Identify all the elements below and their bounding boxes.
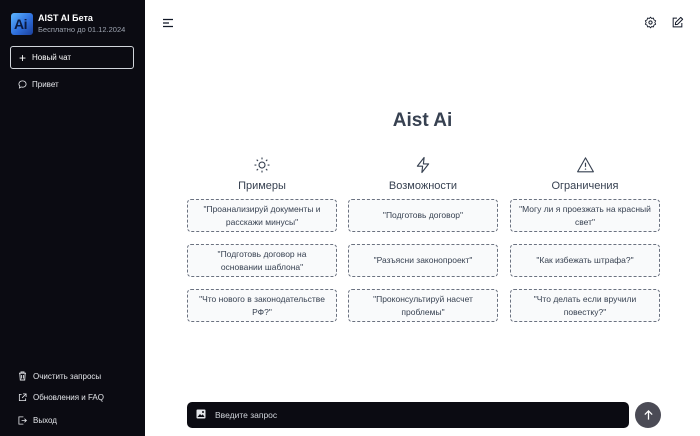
capability-card: "Проконсультируй насчет проблемы" [348, 289, 498, 322]
page-title: Aist Ai [392, 110, 453, 131]
examples-heading: Примеры [238, 180, 286, 192]
edit-icon[interactable] [671, 16, 684, 34]
limitations-column: Ограничения "Могу ли я проезжать на крас… [510, 156, 660, 322]
new-chat-button[interactable]: + Новый чат [10, 46, 134, 69]
prompt-input[interactable] [215, 410, 595, 420]
logout-button[interactable]: Выход [18, 416, 57, 425]
external-link-icon [18, 393, 27, 402]
example-card[interactable]: "Подготовь договор на основании шаблона" [187, 244, 337, 277]
arrow-up-icon [643, 409, 653, 420]
chat-item-label: Привет [32, 80, 59, 89]
plus-icon: + [19, 50, 27, 65]
new-chat-label: Новый чат [32, 53, 72, 62]
brand-title: AIST AI Бета [38, 13, 93, 23]
capabilities-heading: Возможности [388, 180, 458, 192]
warning-icon [576, 156, 595, 176]
logout-label: Выход [33, 416, 57, 425]
limitation-card: "Что делать если вручили повестку?" [510, 289, 660, 322]
updates-faq-label: Обновления и FAQ [33, 393, 104, 402]
example-card[interactable]: "Что нового в законодательстве РФ?" [187, 289, 337, 322]
trash-icon [19, 371, 26, 381]
logout-icon [18, 416, 27, 425]
example-card[interactable]: "Проанализируй документы и расскажи мину… [187, 199, 337, 232]
lightning-icon [414, 156, 432, 176]
brand-subtitle: Бесплатно до 01.12.2024 [38, 25, 126, 34]
updates-faq-link[interactable]: Обновления и FAQ [18, 393, 104, 402]
limitation-card: "Могу ли я проезжать на красный свет" [510, 199, 660, 232]
send-button[interactable] [635, 402, 661, 428]
prompt-bar [187, 402, 629, 428]
settings-icon[interactable] [644, 16, 657, 34]
sidebar: Ai AIST AI Бета Бесплатно до 01.12.2024 … [0, 0, 145, 436]
clear-requests-button[interactable]: Очистить запросы [18, 371, 101, 381]
limitation-card: "Как избежать штрафа?" [510, 244, 660, 277]
image-upload-icon[interactable] [196, 406, 206, 424]
chat-bubble-icon [18, 80, 27, 89]
capability-card: "Подготовь договор" [348, 199, 498, 232]
limitations-heading: Ограничения [551, 180, 619, 192]
logo: Ai [11, 12, 33, 35]
capability-card: "Разъясни законопроект" [348, 244, 498, 277]
brand[interactable]: Ai AIST AI Бета Бесплатно до 01.12.2024 [11, 12, 125, 35]
clear-requests-label: Очистить запросы [33, 371, 102, 381]
examples-column: Примеры "Проанализируй документы и расск… [187, 156, 337, 322]
chat-item[interactable]: Привет [18, 80, 59, 89]
logo-text: Ai [14, 15, 28, 32]
menu-icon[interactable] [162, 16, 174, 34]
sun-icon [253, 156, 271, 176]
capabilities-column: Возможности "Подготовь договор" "Разъясн… [348, 156, 498, 322]
